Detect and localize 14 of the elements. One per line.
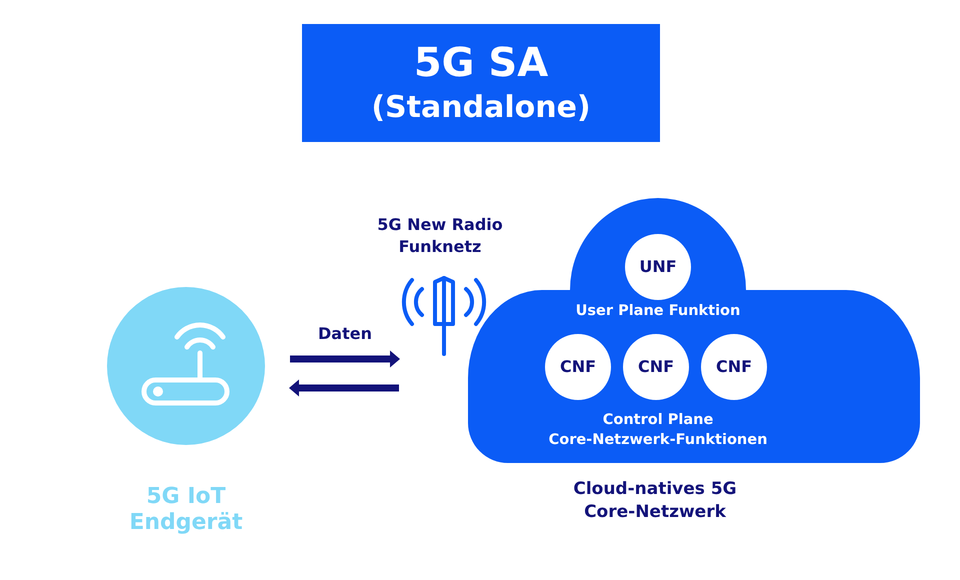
function-label: UNF [639,257,677,277]
title-banner [302,24,660,142]
function-label: CNF [638,357,674,377]
node-label: 5G IoT Endgerät [128,484,244,536]
subtitle-text: (Standalone) [370,89,592,127]
arrow [289,380,399,396]
node-caption: User Plane Funktion [574,302,742,320]
node-label: 5G New Radio Funknetz [376,214,504,258]
title-text: 5G SA [412,39,550,87]
node-label: Cloud-natives 5G Core-Netzwerk [572,478,738,524]
group-label: Control Plane Core-Netzwerk-Funktionen [548,411,768,450]
function-label: CNF [716,357,752,377]
function-label: CNF [560,357,596,377]
arrow [290,350,400,368]
